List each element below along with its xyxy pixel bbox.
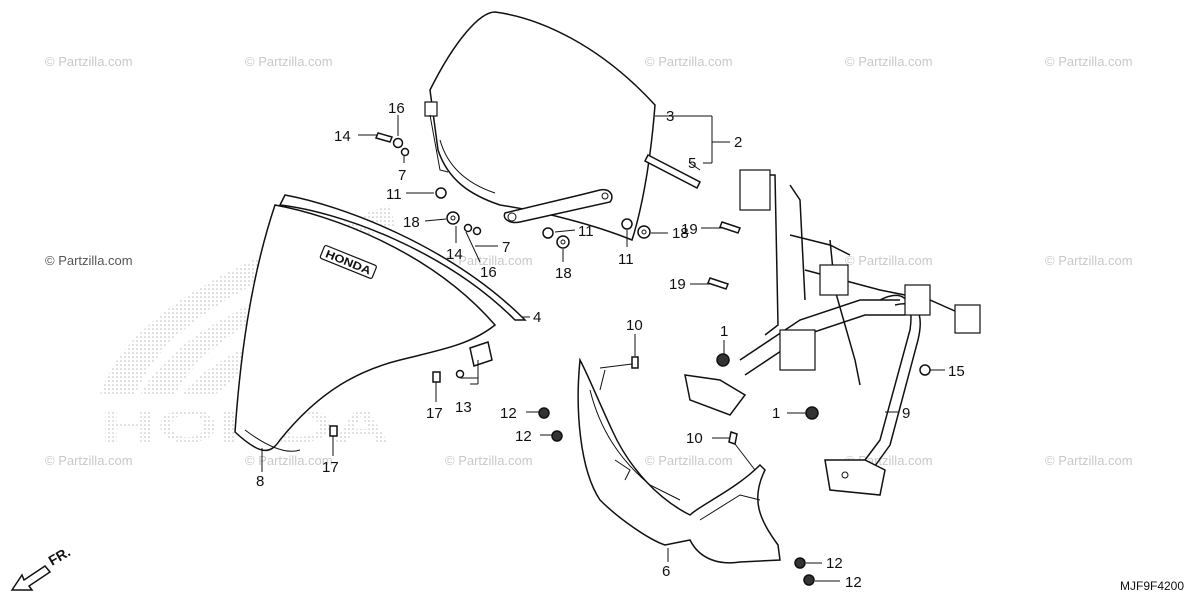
- grommet-icon: [805, 406, 819, 420]
- callout-5: 5: [688, 155, 696, 172]
- callout-14: 14: [334, 128, 351, 145]
- callout-8: 8: [256, 473, 264, 490]
- nut-icon: [542, 227, 554, 239]
- bolt-icon: [719, 221, 741, 234]
- screw-icon: [374, 132, 394, 143]
- nut-icon: [435, 187, 447, 199]
- clip-icon: [794, 557, 806, 569]
- watermark-text: © Partzilla.com: [645, 453, 733, 468]
- callout-12: 12: [826, 555, 843, 572]
- grommet-icon: [716, 353, 730, 367]
- screw-icon: [329, 425, 338, 437]
- front-arrow-icon: [10, 565, 52, 591]
- watermark-text: © Partzilla.com: [45, 253, 133, 268]
- callout-16: 16: [388, 100, 405, 117]
- callout-19: 19: [681, 221, 698, 238]
- washer-icon: [472, 226, 482, 236]
- callout-18: 18: [555, 265, 572, 282]
- leader-lines: [261, 115, 945, 582]
- inner-cover-part: [577, 357, 781, 564]
- washer-icon: [463, 223, 473, 233]
- callout-12: 12: [500, 405, 517, 422]
- callout-4: 4: [533, 309, 541, 326]
- meter-stay-frame-part: [684, 169, 981, 496]
- callout-2: 2: [734, 134, 742, 151]
- callout-12: 12: [515, 428, 532, 445]
- upper-cowl-part: HONDA: [234, 194, 527, 452]
- callout-1: 1: [720, 323, 728, 340]
- callout-16: 16: [480, 264, 497, 281]
- callout-10: 10: [626, 317, 643, 334]
- bolt-icon: [707, 277, 729, 290]
- clip-icon: [538, 407, 550, 419]
- nut-icon: [621, 218, 633, 230]
- screw-icon: [455, 369, 465, 379]
- bolt-icon: [728, 431, 738, 445]
- screw-icon: [432, 371, 441, 383]
- nut-icon: [919, 364, 931, 376]
- windscreen-trim-part: [643, 153, 702, 190]
- callout-7: 7: [398, 167, 406, 184]
- watermark-text: © Partzilla.com: [645, 54, 733, 69]
- washer-icon: [400, 147, 410, 157]
- watermark-text: © Partzilla.com: [1045, 54, 1133, 69]
- clip-icon: [551, 430, 563, 442]
- watermark-text: © Partzilla.com: [45, 453, 133, 468]
- callout-17: 17: [426, 405, 443, 422]
- callout-18: 18: [403, 214, 420, 231]
- front-label: FR.: [46, 543, 74, 568]
- callout-11: 11: [386, 186, 402, 203]
- washer-icon: [392, 137, 404, 149]
- watermark-text: © Partzilla.com: [1045, 253, 1133, 268]
- bolt-icon: [631, 356, 639, 369]
- watermark-text: © Partzilla.com: [1045, 453, 1133, 468]
- watermark-text: © Partzilla.com: [445, 253, 533, 268]
- callout-7: 7: [502, 239, 510, 256]
- callout-12: 12: [845, 574, 862, 591]
- callout-9: 9: [902, 405, 910, 422]
- diagram-code: MJF9F4200: [1120, 579, 1184, 593]
- cowl-bracket-part: [469, 341, 493, 367]
- callout-18: 18: [672, 225, 689, 242]
- front-direction-indicator: FR.: [10, 543, 74, 591]
- callout-3: 3: [666, 108, 674, 125]
- callout-11: 11: [578, 223, 594, 240]
- watermark-text: © Partzilla.com: [245, 54, 333, 69]
- watermark-text: © Partzilla.com: [845, 253, 933, 268]
- callout-19: 19: [669, 276, 686, 293]
- callout-15: 15: [948, 363, 965, 380]
- fasteners: [329, 132, 931, 586]
- watermark-text: © Partzilla.com: [45, 54, 133, 69]
- watermark-text: © Partzilla.com: [445, 453, 533, 468]
- callout-17: 17: [322, 459, 339, 476]
- callout-labels: 16 14 7 11 18 14 7 16 11 18 11 18 3 2 5 …: [256, 100, 965, 591]
- watermark-text: © Partzilla.com: [245, 453, 333, 468]
- callout-1: 1: [772, 405, 780, 422]
- clip-icon: [803, 574, 815, 586]
- callout-14: 14: [446, 246, 463, 263]
- screen-bracket-part: [503, 188, 613, 224]
- callout-6: 6: [662, 563, 670, 580]
- callout-11: 11: [618, 251, 634, 268]
- callout-10: 10: [686, 430, 703, 447]
- windscreen-part: [424, 11, 656, 241]
- callout-13: 13: [455, 399, 472, 416]
- watermark-text: © Partzilla.com: [845, 54, 933, 69]
